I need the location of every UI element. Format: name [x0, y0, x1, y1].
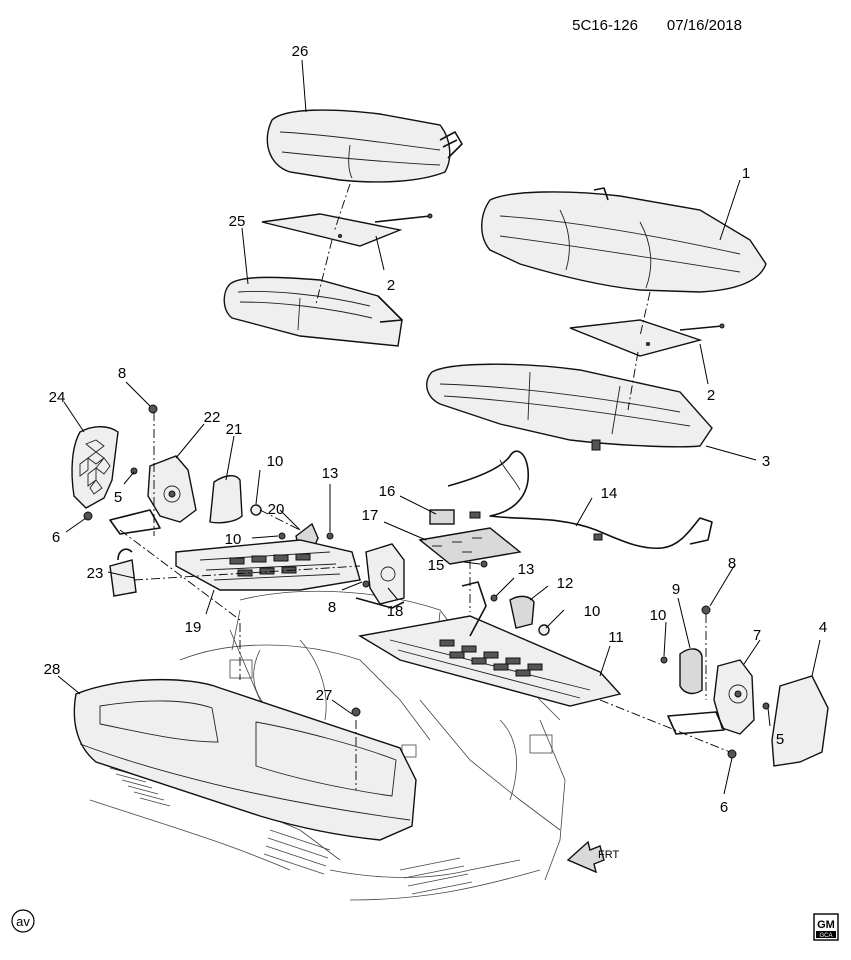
callout-10-right: 10 [650, 607, 667, 624]
part-28-storage-bin [73, 678, 417, 841]
front-direction-indicator: FRT [566, 840, 619, 874]
gm-logo-top: GM [817, 919, 835, 931]
diagram-code: 5C16-126 [572, 17, 638, 34]
callout-12: 12 [557, 575, 574, 592]
alignment-lines [119, 183, 731, 790]
callout-9: 9 [672, 581, 680, 598]
part-23-strap [109, 548, 137, 597]
part-4-right-hinge-cover [771, 675, 829, 767]
part-2-right-heater-pad [569, 319, 725, 357]
part-22-left-hinge [109, 455, 197, 535]
callout-10-center: 10 [584, 603, 601, 620]
callout-22: 22 [204, 409, 221, 426]
callout-16: 16 [379, 483, 396, 500]
part-9-right-trim-cover [679, 648, 703, 695]
callout-21: 21 [226, 421, 243, 438]
callout-1: 1 [742, 165, 750, 182]
callout-6-left: 6 [52, 529, 60, 546]
part-26-left-cushion-cover [266, 109, 463, 183]
part-24-left-hinge-cover [71, 426, 119, 509]
callout-3: 3 [762, 453, 770, 470]
callout-13-left: 13 [322, 465, 339, 482]
front-arrow-label: FRT [598, 849, 619, 861]
callout-10-upper-left: 10 [267, 453, 284, 470]
callout-28: 28 [44, 661, 61, 678]
part-14-wire-harness [447, 450, 713, 550]
part-16-module [429, 509, 455, 525]
part-7-right-hinge [667, 659, 755, 735]
callout-25: 25 [229, 213, 246, 230]
part-25-left-cushion-frame [223, 276, 403, 347]
diagram-header: 5C16-126 07/16/2018 [572, 17, 742, 34]
leader-lines [57, 59, 821, 795]
callout-2-right: 2 [707, 387, 715, 404]
callout-17: 17 [362, 507, 379, 524]
callout-26: 26 [292, 43, 309, 60]
callout-6-right: 6 [720, 799, 728, 816]
callout-10-lower-left: 10 [225, 531, 242, 548]
corner-badge-label: av [16, 914, 30, 929]
fasteners [83, 404, 770, 759]
callout-19: 19 [185, 619, 202, 636]
callout-8-left: 8 [118, 365, 126, 382]
callout-labels: 1 2 2 3 4 5 5 6 6 7 8 8 8 9 10 10 10 10 … [44, 43, 828, 816]
part-11-right-seat-pan [358, 581, 622, 707]
part-12-right-trim [509, 595, 535, 629]
part-1-right-cushion-cover [481, 187, 767, 293]
diagram-date: 07/16/2018 [667, 17, 742, 34]
part-18-center-hinge [355, 543, 405, 609]
callout-5-right: 5 [776, 731, 784, 748]
callout-2-left: 2 [387, 277, 395, 294]
callout-23: 23 [87, 565, 104, 582]
part-17-bracket [418, 527, 522, 565]
callout-8-right: 8 [728, 555, 736, 572]
callout-4: 4 [819, 619, 827, 636]
part-19-left-seat-pan [175, 539, 361, 591]
gm-logo: GM GCA [813, 913, 839, 941]
callout-27: 27 [316, 687, 333, 704]
part-21-left-trim [209, 475, 243, 524]
callout-18: 18 [387, 603, 404, 620]
callout-11: 11 [608, 629, 624, 646]
callout-5-left: 5 [114, 489, 122, 506]
callout-13-right: 13 [518, 561, 535, 578]
callout-8-center: 8 [328, 599, 336, 616]
callout-14: 14 [601, 485, 618, 502]
callout-24: 24 [49, 389, 66, 406]
part-3-right-cushion-frame [426, 363, 713, 451]
callout-15: 15 [428, 557, 445, 574]
callout-7: 7 [753, 627, 761, 644]
part-2-left-heater-pad [261, 213, 433, 247]
corner-badge: av [11, 909, 35, 933]
gm-logo-bottom: GCA [819, 933, 832, 939]
callout-20: 20 [268, 501, 285, 518]
